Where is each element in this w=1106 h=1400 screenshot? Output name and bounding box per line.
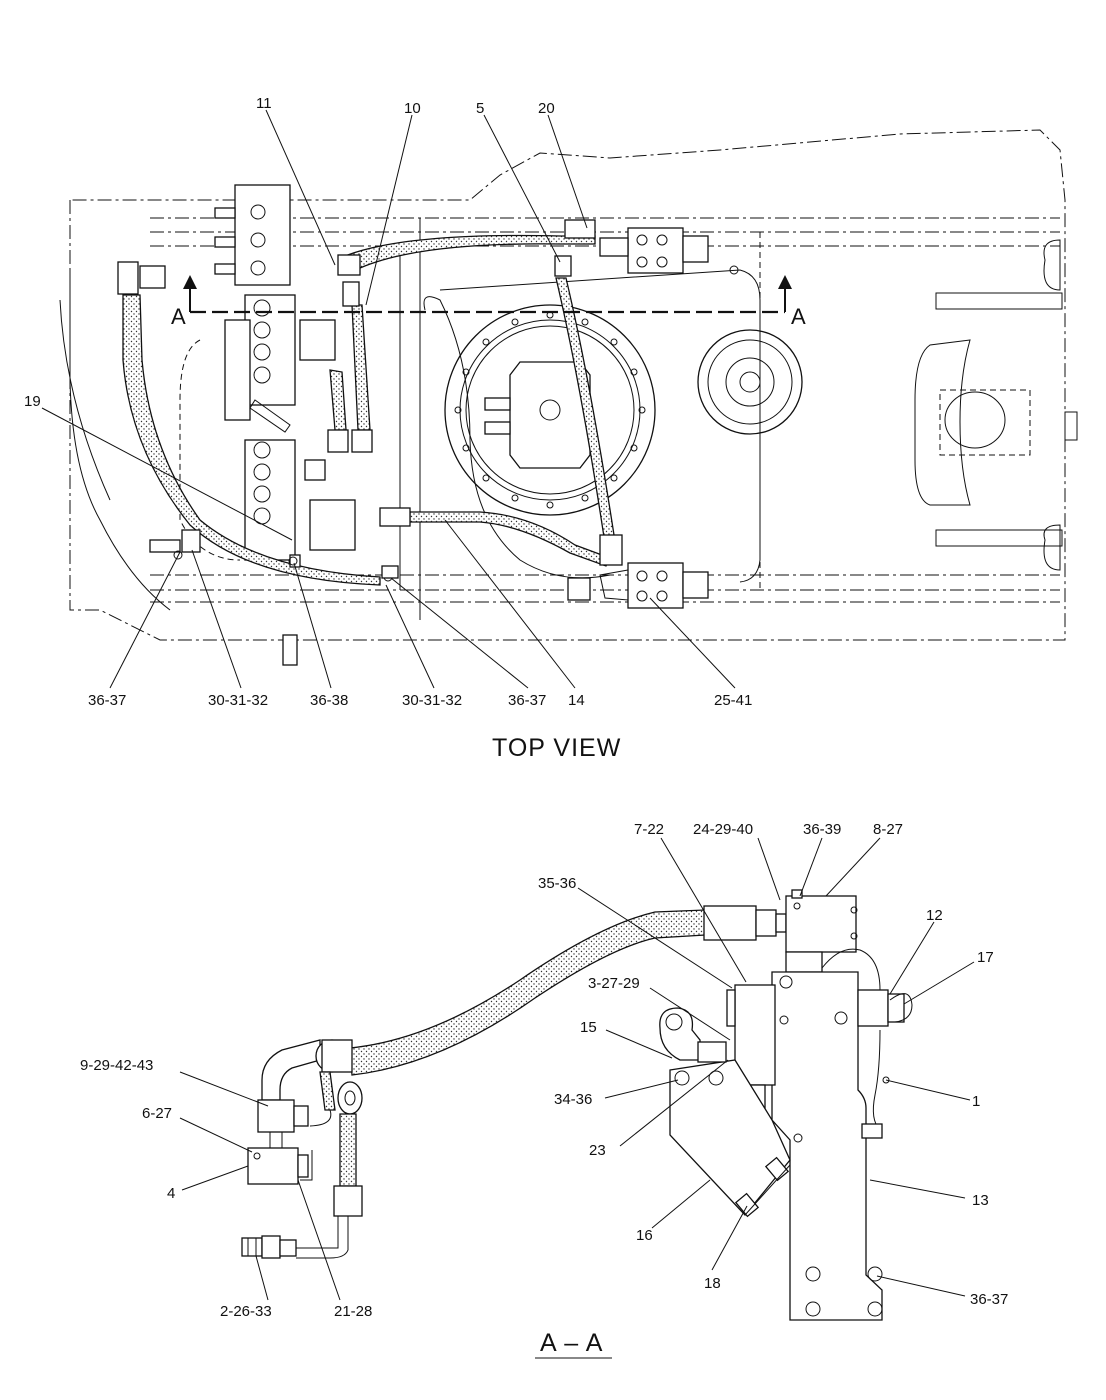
- callout-18: 18: [704, 1275, 721, 1292]
- callout-12: 12: [926, 907, 943, 924]
- lower-valve-block: [567, 562, 709, 609]
- plate-16: [669, 1059, 791, 1216]
- top-view: A A 11 10 5 20 19 36-37 30-31-32 36-3: [24, 95, 1078, 762]
- section-solenoid-valve: [247, 1147, 299, 1185]
- callout-36-37-c: 36-37: [970, 1291, 1008, 1308]
- callout-23: 23: [589, 1142, 606, 1159]
- callout-8-27: 8-27: [873, 821, 903, 838]
- callout-25-41: 25-41: [714, 692, 752, 709]
- upper-valve-block: [564, 219, 709, 274]
- callout-35-36: 35-36: [538, 875, 576, 892]
- callout-5: 5: [476, 100, 484, 117]
- callout-30-31-32-a: 30-31-32: [208, 692, 268, 709]
- section-view: 7-22 24-29-40 36-39 8-27 35-36 12 17 3-2…: [80, 821, 1008, 1359]
- swing-motor: [697, 329, 803, 435]
- callout-9-29-42-43: 9-29-42-43: [80, 1057, 153, 1074]
- callout-36-39: 36-39: [803, 821, 841, 838]
- swivel-joint: [509, 361, 591, 469]
- top-hose-5: [555, 277, 615, 538]
- top-view-title: TOP VIEW: [492, 734, 621, 762]
- frame-left-contour: [69, 270, 171, 611]
- callout-30-31-32-b: 30-31-32: [402, 692, 462, 709]
- section-marker-right: A: [791, 304, 806, 329]
- section-main-hose: [349, 909, 706, 1076]
- section-top-valve: [785, 895, 857, 953]
- section-view-title: A – A: [540, 1329, 603, 1357]
- top-view-leaders: [41, 109, 736, 689]
- control-valve-stack: [214, 184, 356, 561]
- callout-17: 17: [977, 949, 994, 966]
- callout-2-26-33: 2-26-33: [220, 1303, 272, 1320]
- callout-10: 10: [404, 100, 421, 117]
- section-valve-body: [734, 984, 776, 1086]
- top-hose-upper: [338, 234, 596, 269]
- callout-7-22: 7-22: [634, 821, 664, 838]
- callout-13: 13: [972, 1192, 989, 1209]
- section-left-elbow: [261, 1039, 321, 1101]
- callout-6-27: 6-27: [142, 1105, 172, 1122]
- callout-36-37-a: 36-37: [88, 692, 126, 709]
- top-hose-left: [122, 294, 381, 586]
- callout-16: 16: [636, 1227, 653, 1244]
- callout-21-28: 21-28: [334, 1303, 372, 1320]
- callout-11: 11: [256, 95, 272, 112]
- callout-36-37-b: 36-37: [508, 692, 546, 709]
- callout-19: 19: [24, 393, 41, 410]
- swing-ring-bolts: [454, 311, 646, 509]
- section-marker-left: A: [171, 304, 186, 329]
- callout-4: 4: [167, 1185, 175, 1202]
- callout-24-29-40: 24-29-40: [693, 821, 753, 838]
- bracket-13: [771, 971, 883, 1321]
- top-hose-14: [409, 511, 611, 567]
- callout-14: 14: [568, 692, 585, 709]
- callout-20: 20: [538, 100, 555, 117]
- swing-ring-outer: [444, 304, 656, 516]
- callout-1: 1: [972, 1093, 980, 1110]
- section-view-leaders: [179, 837, 975, 1301]
- callout-15: 15: [580, 1019, 597, 1036]
- callout-3-27-29: 3-27-29: [588, 975, 640, 992]
- callout-34-36: 34-36: [554, 1091, 592, 1108]
- frame-outline: [69, 129, 1066, 641]
- callout-36-38: 36-38: [310, 692, 348, 709]
- top-hose-10: [329, 304, 371, 431]
